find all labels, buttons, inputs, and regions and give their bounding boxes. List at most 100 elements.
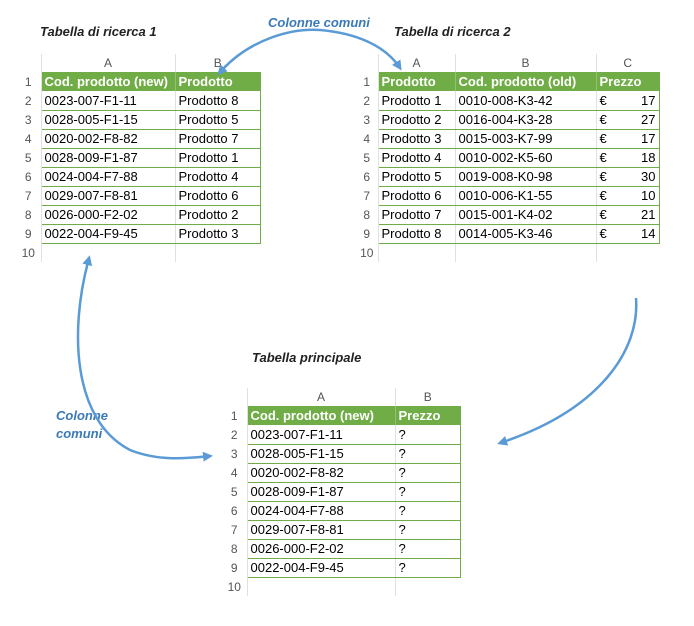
table-cell[interactable]: 0010-002-K5-60 bbox=[454, 148, 596, 168]
table-cell[interactable]: 0020-002-F8-82 bbox=[246, 463, 395, 483]
empty-cell[interactable] bbox=[394, 577, 460, 596]
table-cell[interactable]: €21 bbox=[595, 205, 660, 225]
column-letter[interactable]: B bbox=[454, 54, 596, 72]
currency-symbol: € bbox=[599, 207, 607, 222]
column-header-row: A B bbox=[16, 54, 260, 72]
table-cell[interactable]: 0028-005-F1-15 bbox=[246, 444, 395, 464]
table-cell[interactable]: 0015-003-K7-99 bbox=[454, 129, 596, 149]
table-cell[interactable]: 0015-001-K4-02 bbox=[454, 205, 596, 225]
header-row: 1 Cod. prodotto (new) Prodotto bbox=[16, 72, 261, 91]
table-cell[interactable]: Prodotto 4 bbox=[377, 148, 455, 168]
header-cell[interactable]: Prodotto bbox=[174, 72, 261, 91]
empty-row: 10 bbox=[356, 243, 659, 262]
header-cell[interactable]: Prezzo bbox=[394, 406, 461, 425]
header-cell[interactable]: Cod. prodotto (new) bbox=[246, 406, 395, 425]
currency-symbol: € bbox=[599, 188, 607, 203]
price-value: €30 bbox=[600, 169, 656, 184]
table-cell[interactable]: €18 bbox=[595, 148, 660, 168]
table-cell[interactable]: 0014-005-K3-46 bbox=[454, 224, 596, 244]
empty-cell[interactable] bbox=[454, 243, 596, 262]
table-cell[interactable]: 0019-008-K0-98 bbox=[454, 167, 596, 187]
table-cell[interactable]: 0029-007-F8-81 bbox=[246, 520, 395, 540]
table-cell[interactable]: 0028-009-F1-87 bbox=[246, 482, 395, 502]
header-cell[interactable]: Prezzo bbox=[595, 72, 660, 91]
table-cell[interactable]: ? bbox=[394, 425, 461, 445]
table-cell[interactable]: €10 bbox=[595, 186, 660, 206]
table-cell[interactable]: 0010-008-K3-42 bbox=[454, 91, 596, 111]
table-cell[interactable]: ? bbox=[394, 520, 461, 540]
table-cell[interactable]: 0023-007-F1-11 bbox=[40, 91, 175, 111]
table-cell[interactable]: Prodotto 4 bbox=[174, 167, 261, 187]
currency-symbol: € bbox=[599, 226, 607, 241]
table-cell[interactable]: ? bbox=[394, 444, 461, 464]
table-cell[interactable]: ? bbox=[394, 539, 461, 559]
empty-cell[interactable] bbox=[246, 577, 395, 596]
right-arrow bbox=[497, 297, 638, 446]
table-cell[interactable]: Prodotto 2 bbox=[377, 110, 455, 130]
table-cell[interactable]: 0016-004-K3-28 bbox=[454, 110, 596, 130]
table-cell[interactable]: ? bbox=[394, 482, 461, 502]
table-cell[interactable]: Prodotto 5 bbox=[174, 110, 261, 130]
table-cell[interactable]: 0020-002-F8-82 bbox=[40, 129, 175, 149]
empty-cell[interactable] bbox=[595, 243, 659, 262]
header-row: 1 Prodotto Cod. prodotto (old) Prezzo bbox=[356, 72, 660, 91]
table-cell[interactable]: 0023-007-F1-11 bbox=[246, 425, 395, 445]
table-cell[interactable]: Prodotto 3 bbox=[377, 129, 455, 149]
table-cell[interactable]: Prodotto 7 bbox=[377, 205, 455, 225]
table-cell[interactable]: Prodotto 8 bbox=[174, 91, 261, 111]
table-cell[interactable]: Prodotto 6 bbox=[174, 186, 261, 206]
table-cell[interactable]: Prodotto 2 bbox=[174, 205, 261, 225]
empty-row: 10 bbox=[222, 577, 460, 596]
table-cell[interactable]: 0024-004-F7-88 bbox=[246, 501, 395, 521]
price-value: €18 bbox=[600, 150, 656, 165]
header-cell[interactable]: Cod. prodotto (new) bbox=[40, 72, 175, 91]
table-cell[interactable]: 0026-000-F2-02 bbox=[40, 205, 175, 225]
table-cell[interactable]: Prodotto 1 bbox=[377, 91, 455, 111]
table-cell[interactable]: ? bbox=[394, 558, 461, 578]
currency-symbol: € bbox=[599, 131, 607, 146]
price-amount: 10 bbox=[641, 188, 656, 203]
table-cell[interactable]: ? bbox=[394, 463, 461, 483]
table-cell[interactable]: Prodotto 8 bbox=[377, 224, 455, 244]
table-cell[interactable]: Prodotto 5 bbox=[377, 167, 455, 187]
table-cell[interactable]: 0028-005-F1-15 bbox=[40, 110, 175, 130]
header-cell[interactable]: Cod. prodotto (old) bbox=[454, 72, 596, 91]
table-cell[interactable]: Prodotto 6 bbox=[377, 186, 455, 206]
column-letter[interactable]: C bbox=[595, 54, 659, 72]
table-cell[interactable]: €30 bbox=[595, 167, 660, 187]
table-cell[interactable]: €14 bbox=[595, 224, 660, 244]
table-cell[interactable]: 0029-007-F8-81 bbox=[40, 186, 175, 206]
empty-cell[interactable] bbox=[377, 243, 455, 262]
table-cell[interactable]: 0028-009-F1-87 bbox=[40, 148, 175, 168]
price-value: €10 bbox=[600, 188, 656, 203]
table-cell[interactable]: Prodotto 3 bbox=[174, 224, 261, 244]
table-cell[interactable]: €17 bbox=[595, 129, 660, 149]
header-cell[interactable]: Prodotto bbox=[377, 72, 455, 91]
corner-cell bbox=[222, 388, 247, 406]
table-cell[interactable]: ? bbox=[394, 501, 461, 521]
table-cell[interactable]: Prodotto 7 bbox=[174, 129, 261, 149]
table-cell[interactable]: €17 bbox=[595, 91, 660, 111]
table-cell[interactable]: 0022-004-F9-45 bbox=[246, 558, 395, 578]
table-cell[interactable]: 0022-004-F9-45 bbox=[40, 224, 175, 244]
row-number[interactable]: 10 bbox=[356, 243, 379, 262]
column-letter[interactable]: A bbox=[40, 54, 175, 72]
table-cell[interactable]: 0010-006-K1-55 bbox=[454, 186, 596, 206]
column-letter[interactable]: A bbox=[246, 388, 395, 406]
table-cell[interactable]: 0024-004-F7-88 bbox=[40, 167, 175, 187]
table-cell[interactable]: €27 bbox=[595, 110, 660, 130]
column-letter[interactable]: B bbox=[394, 388, 460, 406]
table-cell[interactable]: Prodotto 1 bbox=[174, 148, 261, 168]
table-cell[interactable]: 0026-000-F2-02 bbox=[246, 539, 395, 559]
